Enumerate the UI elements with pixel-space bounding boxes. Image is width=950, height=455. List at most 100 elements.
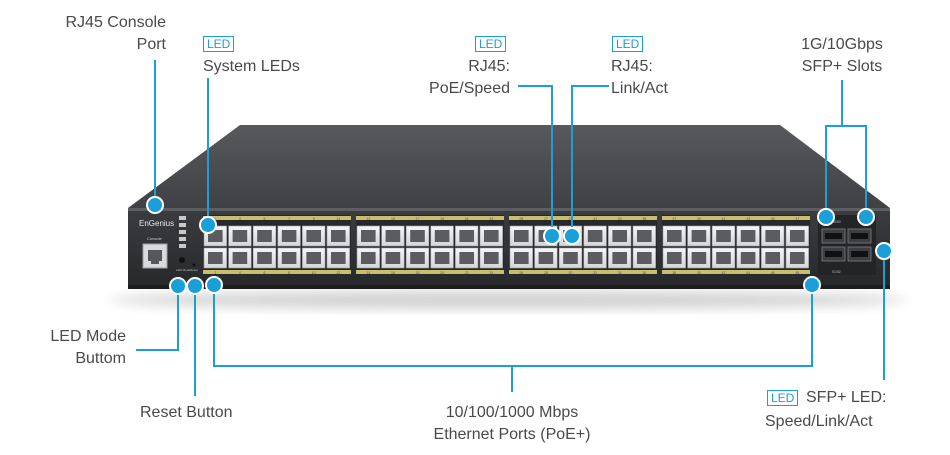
ethernet-port[interactable] xyxy=(228,247,252,269)
ethernet-port[interactable] xyxy=(356,225,380,247)
port-number-label: 44 xyxy=(746,271,750,275)
port-number-label: 46 xyxy=(771,271,775,275)
ethernet-port[interactable] xyxy=(356,247,380,269)
ethernet-port[interactable] xyxy=(534,247,558,269)
system-leds-caption: System LEDs xyxy=(203,58,300,75)
port-number-label: 30 xyxy=(569,271,573,275)
port-number-label: 33 xyxy=(618,217,622,221)
ethernet-port[interactable] xyxy=(381,247,405,269)
ethernet-port[interactable] xyxy=(228,225,252,247)
ethernet-port[interactable] xyxy=(632,225,656,247)
console-port[interactable] xyxy=(142,243,168,269)
ethernet-port[interactable] xyxy=(711,247,736,269)
ethernet-port[interactable] xyxy=(687,225,711,247)
poe-speed-caption: RJ45: PoE/Speed xyxy=(400,56,510,100)
port-number-label: 7 xyxy=(288,217,290,221)
port-number-label: 13 xyxy=(366,217,370,221)
ethernet-port[interactable] xyxy=(430,247,454,269)
port-number-label: 45 xyxy=(771,217,775,221)
poe-speed-dot xyxy=(543,227,561,245)
poe-speed-line1: RJ45: xyxy=(468,58,510,75)
port-number-label: 17 xyxy=(416,217,420,221)
ethernet-port[interactable] xyxy=(736,247,760,269)
sfp-slot[interactable] xyxy=(821,228,846,244)
led-mode-dot xyxy=(169,277,187,295)
ethernet-port[interactable] xyxy=(687,247,711,269)
ethernet-port[interactable] xyxy=(302,247,326,269)
console-caption-line1: RJ45 Console xyxy=(65,14,167,31)
ethernet-port[interactable] xyxy=(509,225,533,247)
chassis-bottom-edge xyxy=(128,285,890,289)
ethernet-port[interactable] xyxy=(761,225,785,247)
ethernet-port[interactable] xyxy=(509,247,533,269)
ethernet-port[interactable] xyxy=(326,225,350,247)
ethernet-port[interactable] xyxy=(430,225,454,247)
ethernet-port[interactable] xyxy=(583,225,607,247)
ethernet-ports-caption: 10/100/1000 Mbps Ethernet Ports (PoE+) xyxy=(412,402,612,446)
ethernet-line2: Ethernet Ports (PoE+) xyxy=(433,426,591,443)
sfp-slot[interactable] xyxy=(847,228,872,244)
ethernet-port[interactable] xyxy=(455,247,479,269)
port-number-label: 25 xyxy=(519,217,523,221)
ethernet-port[interactable] xyxy=(455,225,479,247)
port-number-label: 24 xyxy=(489,271,493,275)
port-number-label: 38 xyxy=(672,271,676,275)
led-mode-label: LED Mode xyxy=(176,268,191,272)
port-number-label: 20 xyxy=(440,271,444,275)
ethernet-port[interactable] xyxy=(662,225,686,247)
console-dot xyxy=(146,196,164,214)
ethernet-port[interactable] xyxy=(381,225,405,247)
ethernet-port[interactable] xyxy=(479,247,503,269)
reset-button[interactable] xyxy=(192,263,196,267)
port-number-label: 40 xyxy=(697,271,701,275)
port-number-label: 10 xyxy=(312,271,316,275)
sfp-dot-right xyxy=(857,208,875,226)
ethernet-port[interactable] xyxy=(785,247,809,269)
ethernet-port[interactable] xyxy=(608,247,632,269)
port-number-label: 5 xyxy=(264,217,266,221)
reset-button-caption: Reset Button xyxy=(140,404,233,421)
ethernet-port[interactable] xyxy=(405,225,430,247)
port-number-label: 4 xyxy=(239,271,241,275)
ethernet-port[interactable] xyxy=(558,247,583,269)
ethernet-port[interactable] xyxy=(761,247,785,269)
ethernet-port[interactable] xyxy=(302,225,326,247)
ethernet-port[interactable] xyxy=(608,225,632,247)
system-leds-dot xyxy=(199,216,217,234)
poe-speed-line2: PoE/Speed xyxy=(429,80,510,97)
port-number-label: 21 xyxy=(465,217,469,221)
port-number-label: 1 xyxy=(214,217,216,221)
ethernet-port[interactable] xyxy=(479,225,503,247)
port-number-label: 2 xyxy=(214,271,216,275)
ethernet-port[interactable] xyxy=(632,247,656,269)
link-act-line1: RJ45: xyxy=(611,58,653,75)
reset-dot xyxy=(186,277,204,295)
port-number-label: 22 xyxy=(465,271,469,275)
ethernet-port[interactable] xyxy=(405,247,430,269)
port-number-label: 12 xyxy=(336,271,340,275)
ethernet-port[interactable] xyxy=(203,247,227,269)
ethernet-port[interactable] xyxy=(277,247,301,269)
led-mode-button[interactable] xyxy=(179,257,185,263)
port-number-label: 47 xyxy=(795,217,799,221)
led-mode-callout-line xyxy=(136,290,179,351)
sfp-slot[interactable] xyxy=(821,246,846,262)
ethernet-port[interactable] xyxy=(252,247,277,269)
ethernet-port[interactable] xyxy=(736,225,760,247)
port-number-label: 48 xyxy=(795,271,799,275)
sfp-slot[interactable] xyxy=(847,246,872,262)
ethernet-port[interactable] xyxy=(711,225,736,247)
ethernet-port[interactable] xyxy=(252,225,277,247)
led-mode-caption: LED Mode Buttom xyxy=(20,326,126,370)
port-number-label: 27 xyxy=(544,217,548,221)
ethernet-port[interactable] xyxy=(326,247,350,269)
console-caption-line2: Port xyxy=(136,36,166,53)
ethernet-port[interactable] xyxy=(785,225,809,247)
ethernet-port[interactable] xyxy=(277,225,301,247)
port-number-label: 18 xyxy=(416,271,420,275)
ethernet-port[interactable] xyxy=(662,247,686,269)
link-act-callout-line xyxy=(571,85,609,232)
port-number-label: 31 xyxy=(593,217,597,221)
ethernet-port[interactable] xyxy=(583,247,607,269)
